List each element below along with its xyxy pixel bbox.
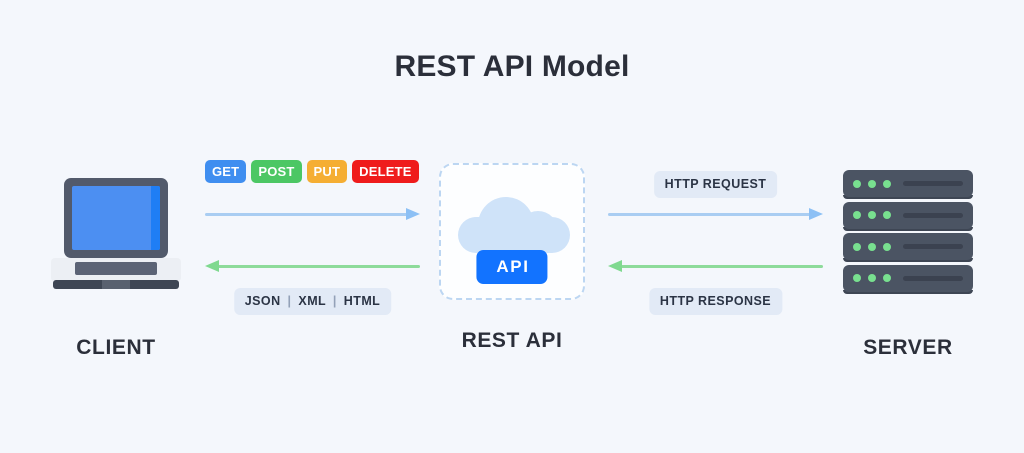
server-rack-icon xyxy=(843,170,973,294)
laptop-foot xyxy=(53,280,179,289)
format-html: HTML xyxy=(343,294,381,308)
server-slot-bar xyxy=(903,212,963,218)
arrow-line xyxy=(218,265,420,268)
http-request-pill: HTTP REQUEST xyxy=(653,171,778,198)
cloud-icon xyxy=(458,197,570,253)
method-badge-post[interactable]: POST xyxy=(251,160,302,183)
laptop-screen xyxy=(72,186,160,250)
server-slot-bar xyxy=(903,181,963,186)
server-unit xyxy=(843,233,973,263)
arrow-line xyxy=(608,213,810,216)
client-node: CLIENT xyxy=(30,170,202,360)
arrow-head-left xyxy=(608,260,622,272)
api-server-flow: HTTP REQUEST HTTP RESPONSE xyxy=(608,160,823,320)
server-unit xyxy=(843,170,973,199)
laptop-screen-stripe xyxy=(151,186,160,250)
method-badge-put[interactable]: PUT xyxy=(306,160,348,183)
arrow-head-right xyxy=(809,208,823,220)
client-api-flow: GET POST PUT DELETE JSON | XML | HTML xyxy=(205,160,420,320)
api-to-client-arrow xyxy=(205,260,420,272)
cloud-base xyxy=(458,217,570,253)
format-xml: XML xyxy=(298,294,326,308)
format-separator: | xyxy=(287,294,292,308)
rest-api-box: API xyxy=(439,163,585,300)
server-node: SERVER xyxy=(822,170,994,360)
server-led xyxy=(868,242,876,251)
laptop-base xyxy=(51,258,181,281)
client-to-api-arrow xyxy=(205,208,420,220)
arrow-line xyxy=(621,265,823,268)
arrow-head-left xyxy=(205,260,219,272)
server-led xyxy=(868,274,876,283)
server-led xyxy=(868,211,876,220)
server-led xyxy=(883,179,891,188)
method-badge-delete[interactable]: DELETE xyxy=(352,160,419,183)
rest-api-node: API REST API xyxy=(428,163,596,353)
laptop-foot-notch xyxy=(102,280,130,289)
http-response-pill: HTTP RESPONSE xyxy=(648,288,783,315)
client-label: CLIENT xyxy=(76,336,156,359)
server-unit xyxy=(843,264,973,294)
server-led xyxy=(883,211,891,220)
server-led xyxy=(853,179,861,188)
rest-api-label: REST API xyxy=(461,329,563,352)
server-led xyxy=(853,211,861,220)
server-to-api-arrow xyxy=(608,260,823,272)
server-led xyxy=(853,274,861,283)
method-badge-get[interactable]: GET xyxy=(205,160,247,183)
server-slot-bar xyxy=(903,275,963,281)
api-badge: API xyxy=(476,250,548,284)
arrow-head-right xyxy=(406,208,420,220)
server-slot-bar xyxy=(903,244,963,250)
server-led xyxy=(883,274,891,283)
server-label: SERVER xyxy=(863,336,953,359)
page-title: REST API Model xyxy=(394,50,630,83)
format-json: JSON xyxy=(244,294,281,308)
laptop-keyboard xyxy=(75,262,157,275)
data-formats-pill: JSON | XML | HTML xyxy=(233,288,392,315)
server-led xyxy=(853,242,861,251)
server-unit xyxy=(843,201,973,231)
http-methods-group: GET POST PUT DELETE xyxy=(205,160,419,183)
arrow-line xyxy=(205,213,407,216)
server-led xyxy=(868,179,876,188)
server-led xyxy=(883,242,891,251)
laptop-icon xyxy=(51,170,181,292)
laptop-lid xyxy=(64,178,168,258)
api-to-server-arrow xyxy=(608,208,823,220)
format-separator: | xyxy=(332,294,337,308)
